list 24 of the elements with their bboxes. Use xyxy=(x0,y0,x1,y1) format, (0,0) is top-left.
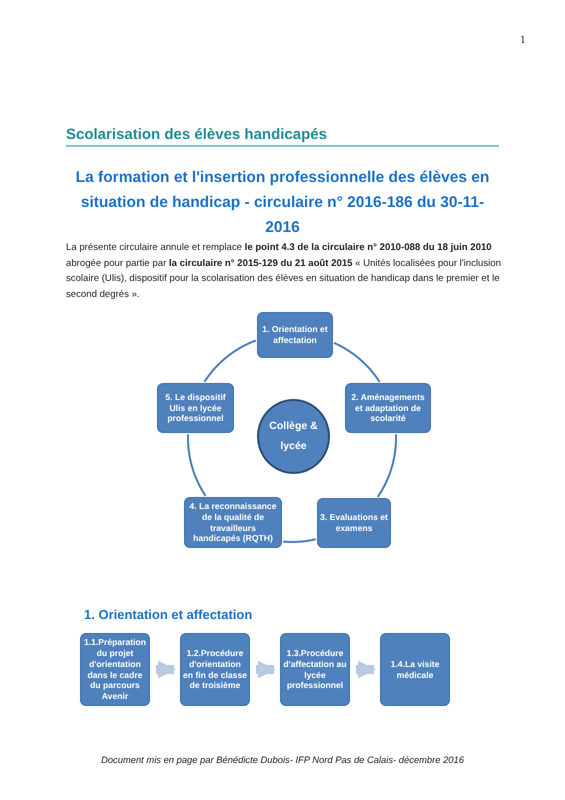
cycle-arc xyxy=(187,434,206,496)
arrow xyxy=(256,660,276,678)
document-title: La formation et l'insertion professionnelle des élèves en situation de handicap - circulaire n° 2016-186 du 30-11-2016 xyxy=(74,168,490,238)
page-number: 1 xyxy=(520,34,526,46)
process-box: 1.4.La visite médicale xyxy=(380,633,450,706)
step-box: 5. Le dispositif Ulis en lycée professionnel xyxy=(157,383,234,433)
process-box: 1.1.Préparation du projet d'orientation dans le cadre du parcours Avenir xyxy=(80,633,150,706)
process-box: 1.3.Procédure d'affectation au lycée professionnel xyxy=(280,633,350,706)
step-box: 1. Orientation et affectation xyxy=(257,312,333,358)
footer-caption: Document mis en page par Bénédicte Dubois- IFP Nord Pas de Calais- décembre 2016 xyxy=(100,754,465,765)
center-circle: Collège & lycée xyxy=(257,399,330,474)
step-box: 4. La reconnaissance de la qualité de travailleurs handicapés (RQTH) xyxy=(184,497,282,548)
section-heading: Scolarisation des élèves handicapés xyxy=(66,126,499,147)
cycle-arc xyxy=(204,339,257,382)
process-box: 1.2.Procédure d'orientation en fin de classe de troisième xyxy=(180,633,250,706)
cycle-arc xyxy=(376,434,397,498)
step-box: 3. Evaluations et examens xyxy=(317,498,391,548)
step-box: 2. Aménagements et adaptation de scolarité xyxy=(345,383,431,433)
intro-paragraph: La présente circulaire annule et remplace le point 4.3 de la circulaire n° 2010-088 du 18 juin 2010 abrogée pour partie par la circulaire n° 2015-129 du 21 août 2015 « Unités localisées pour l'inclusion scolaire (Ulis), dispositif pour la scolarisation des élèves en situation de handicap dans le premier et le second degrés ». xyxy=(66,241,502,302)
subsection-heading: 1. Orientation et affectation xyxy=(84,607,252,622)
arrow xyxy=(156,660,176,678)
cycle-arc xyxy=(282,538,316,543)
cycle-arc xyxy=(333,342,380,383)
arrow xyxy=(356,660,376,678)
